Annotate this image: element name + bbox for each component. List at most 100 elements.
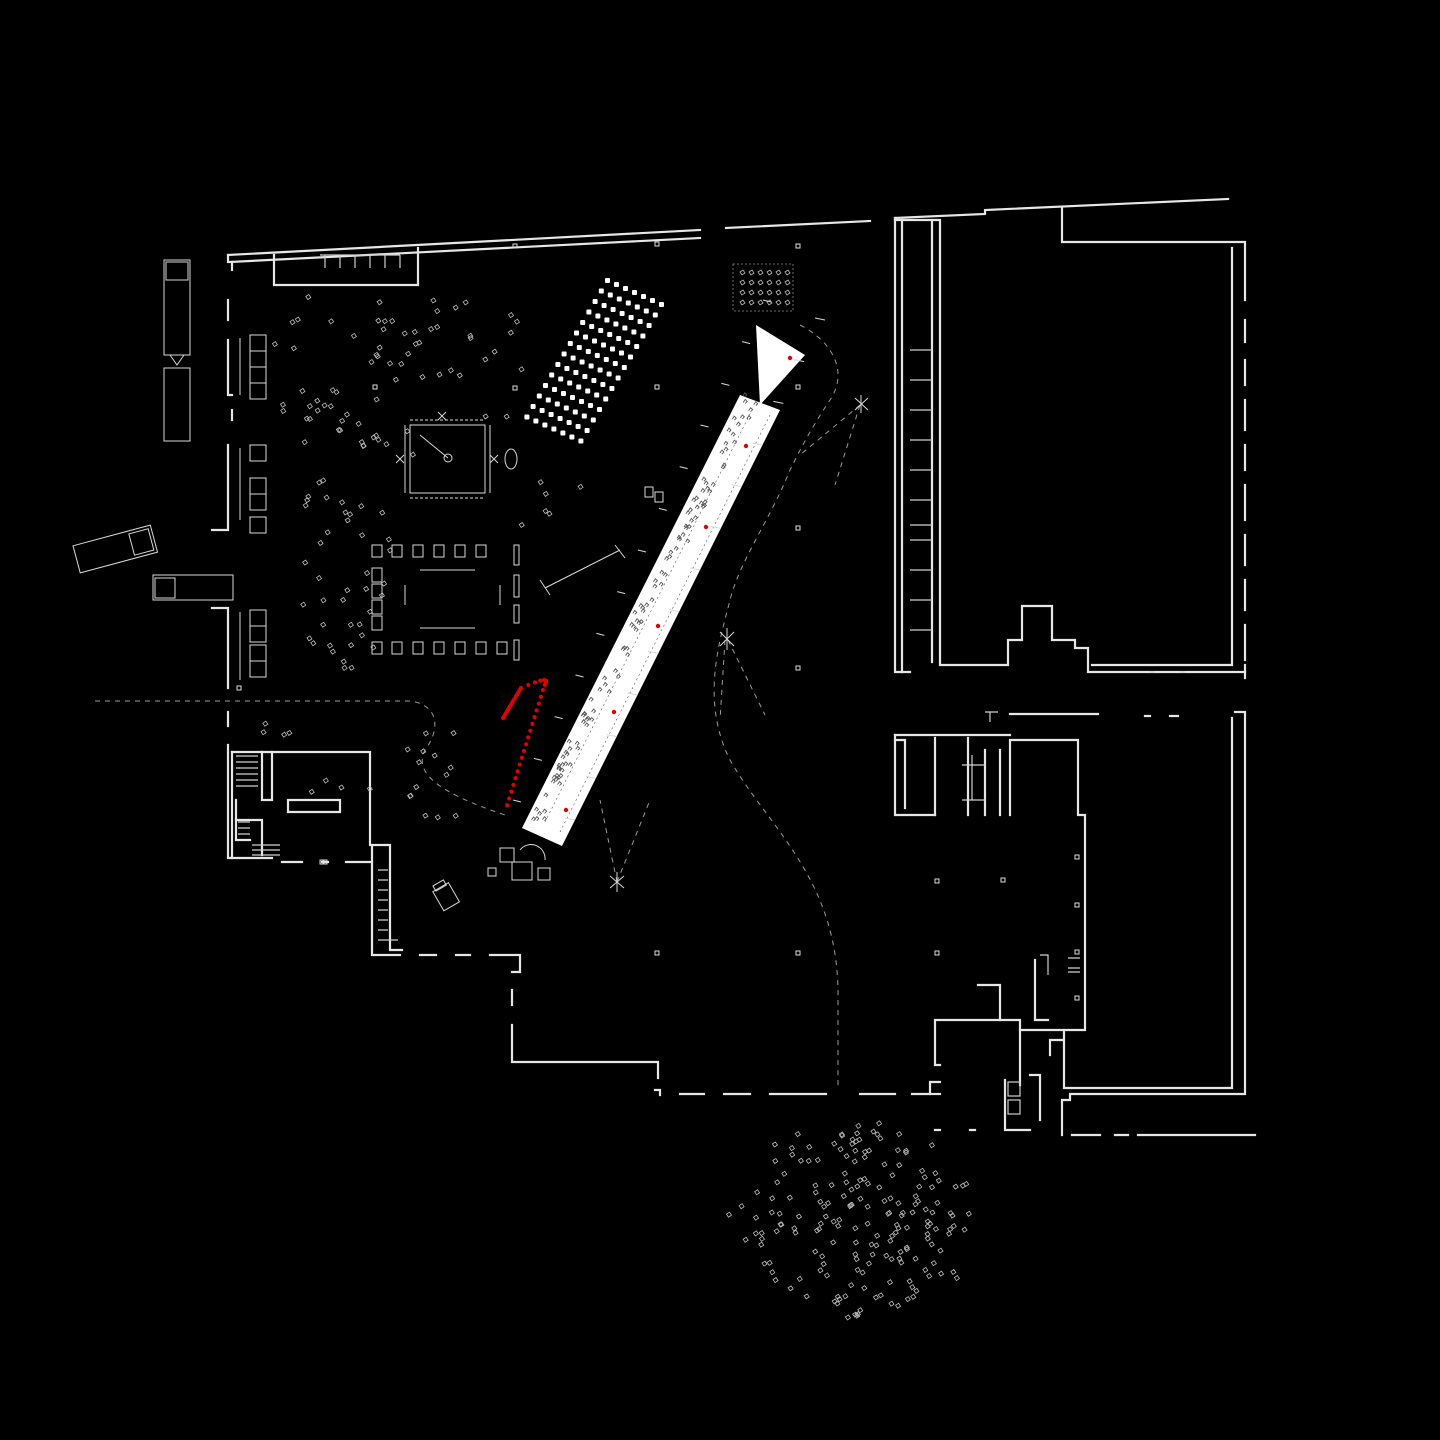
person: [431, 752, 438, 759]
top-audience-people: [739, 269, 791, 306]
outdoor-person: [817, 1220, 824, 1227]
person: [507, 329, 514, 336]
red-person: [519, 755, 524, 760]
ramp-person: [742, 392, 748, 398]
ramp-tick: [689, 567, 701, 571]
outdoor-person: [803, 1293, 810, 1300]
column: [654, 950, 660, 956]
ramp-person: [542, 815, 548, 821]
ramp-person: [534, 815, 540, 821]
seat: [557, 416, 563, 421]
person: [346, 511, 354, 518]
outdoor-person: [861, 1154, 868, 1161]
seat: [625, 340, 631, 345]
box-person: [757, 289, 764, 296]
ramp-tick: [585, 775, 596, 779]
seat: [591, 378, 597, 383]
outdoor-person: [768, 1209, 775, 1216]
seat: [543, 383, 548, 388]
seat: [634, 304, 640, 310]
ramp-person: [753, 400, 759, 407]
outdoor-person: [774, 1179, 781, 1186]
outdoor-person: [843, 1153, 850, 1160]
outdoor-person: [952, 1183, 959, 1190]
ramp-person: [680, 531, 686, 537]
outdoor-person: [870, 1128, 877, 1135]
red-person: [505, 803, 510, 808]
outdoor-person: [903, 1147, 910, 1154]
ramp-tick: [658, 507, 667, 511]
ramp-person: [723, 440, 729, 446]
person: [320, 621, 327, 628]
ramp-person: [638, 618, 644, 625]
ramp-person: [581, 719, 587, 725]
outdoor-person: [758, 1241, 765, 1248]
ramp-person: [531, 816, 537, 822]
person: [358, 503, 365, 510]
column: [1000, 877, 1006, 883]
ramp-person: [653, 578, 659, 584]
outdoor-person: [924, 1218, 931, 1225]
ramp-tick: [731, 484, 742, 488]
person: [450, 730, 457, 737]
outdoor-person: [903, 1224, 910, 1231]
ramp-person: [564, 751, 570, 757]
person: [348, 642, 355, 649]
person: [324, 529, 331, 536]
left-building-walls: [210, 219, 942, 1097]
ramp-person: [742, 398, 748, 404]
outdoor-person: [963, 1180, 970, 1187]
outdoor-person: [828, 1182, 835, 1189]
column: [795, 525, 801, 531]
outdoor-person: [772, 1157, 779, 1165]
column: [795, 384, 801, 390]
seat: [628, 354, 633, 360]
ramp-person: [659, 569, 665, 575]
ramp-person: [580, 712, 586, 718]
ramp-person: [591, 708, 597, 714]
outdoor-person: [950, 1222, 957, 1230]
ramp-person: [560, 754, 566, 760]
ramp-person: [563, 761, 569, 767]
seat: [555, 362, 561, 367]
seat: [576, 384, 582, 390]
outdoor-person: [874, 1232, 881, 1239]
seat: [561, 351, 567, 357]
ramp-person: [606, 688, 612, 695]
person: [452, 812, 459, 819]
ramp-person: [631, 623, 637, 629]
person: [294, 316, 301, 323]
person: [404, 746, 411, 753]
person: [341, 664, 348, 671]
person: [379, 509, 386, 516]
seat: [574, 330, 579, 336]
ramp-tick: [700, 424, 709, 428]
red-person: [538, 678, 543, 683]
outdoor-person: [777, 1221, 784, 1228]
person: [507, 312, 515, 319]
outdoor-person: [837, 1146, 844, 1153]
outdoor-person: [791, 1225, 798, 1232]
ramp-person: [701, 502, 707, 508]
outdoor-person: [852, 1225, 859, 1232]
ramp-person: [589, 716, 595, 722]
person: [356, 621, 363, 628]
outdoor-person: [794, 1131, 801, 1138]
outdoor-person: [961, 1226, 968, 1233]
red-person: [526, 735, 531, 740]
ramp-person: [720, 464, 726, 470]
person: [409, 451, 417, 458]
ramp-person: [625, 651, 631, 658]
ramp-tick: [606, 734, 617, 738]
column: [322, 859, 328, 865]
ramp-person: [636, 620, 642, 626]
ramp-person: [584, 722, 590, 728]
red-person: [513, 776, 518, 781]
box-person: [757, 299, 764, 306]
person: [381, 580, 388, 587]
person: [262, 720, 269, 727]
seat: [589, 324, 595, 329]
column: [512, 243, 518, 249]
box-person: [757, 269, 764, 276]
outdoor-person: [857, 1307, 864, 1314]
